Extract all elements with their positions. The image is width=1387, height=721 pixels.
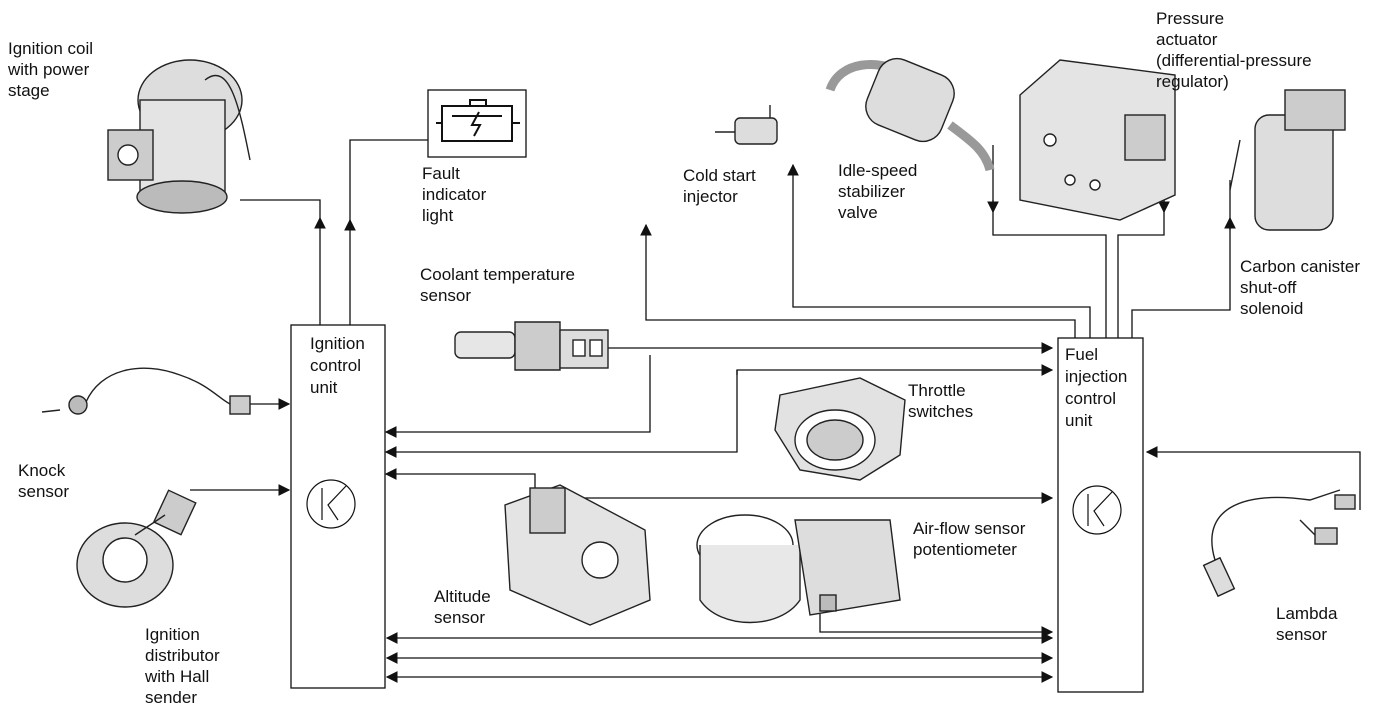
label-carbon-canister: Carbon canister shut-off solenoid — [1240, 256, 1360, 319]
label-pressure-actuator: Pressure actuator (differential-pressure… — [1156, 8, 1312, 92]
label-airflow-potentiometer: Air-flow sensor potentiometer — [913, 518, 1025, 560]
ignition-coil-illustration — [108, 60, 250, 213]
pressure-actuator-illustration — [1020, 60, 1175, 220]
cold-start-injector-illustration — [715, 105, 777, 144]
control-unit-k-icon — [307, 480, 355, 528]
lambda-sensor-illustration — [1204, 490, 1355, 596]
idle-valve-illustration — [830, 53, 990, 170]
label-knock-sensor: Knock sensor — [18, 460, 69, 502]
label-coolant-sensor: Coolant temperature sensor — [420, 264, 575, 306]
label-altitude-sensor: Altitude sensor — [434, 586, 491, 628]
distributor-illustration — [77, 490, 196, 607]
label-ignition-coil: Ignition coil with power stage — [8, 38, 93, 101]
label-lambda-sensor: Lambda sensor — [1276, 603, 1337, 645]
canister-solenoid-illustration — [1230, 90, 1345, 230]
coolant-sensor-illustration — [455, 322, 608, 370]
knock-sensor-illustration — [42, 368, 250, 414]
label-cold-start-injector: Cold start injector — [683, 165, 756, 207]
label-fault-indicator-light: Fault indicator light — [422, 163, 486, 226]
control-unit-k-icon — [1073, 486, 1121, 534]
label-ignition-control-unit: Ignition control unit — [310, 333, 365, 399]
label-fuel-injection-control-unit: Fuel injection control unit — [1065, 344, 1127, 432]
label-throttle-switches: Throttle switches — [908, 380, 973, 422]
label-ignition-distributor: Ignition distributor with Hall sender — [145, 624, 220, 708]
engine-fault-icon — [428, 90, 526, 157]
airflow-sensor-illustration — [697, 515, 900, 623]
throttle-switches-illustration — [775, 378, 905, 480]
altitude-sensor-illustration — [505, 485, 650, 625]
label-idle-speed-valve: Idle-speed stabilizer valve — [838, 160, 917, 223]
